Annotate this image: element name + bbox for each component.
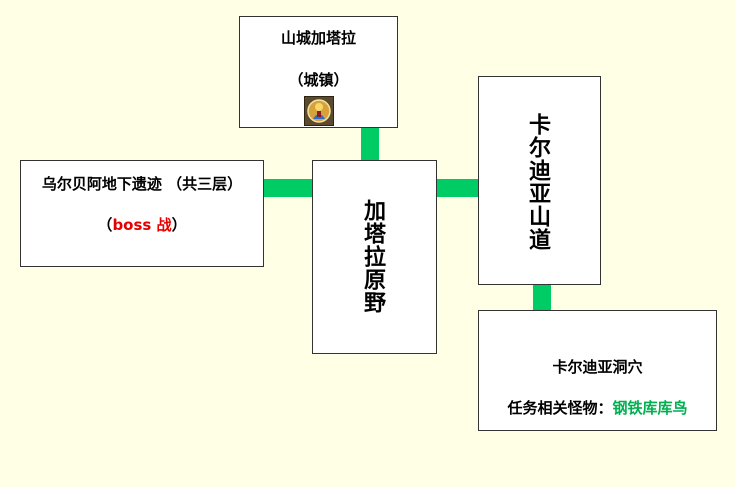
node-title: 卡尔迪亚洞穴 [552,358,643,376]
monster-label: 任务相关怪物： [507,399,613,417]
node-kaerdiya-road[interactable]: 卡尔迪亚山道 [478,76,601,285]
connector-ruins-plain [263,179,313,197]
monster-line: 任务相关怪物：钢铁库库鸟 [479,397,716,418]
node-title: 山城加塔拉 [280,29,356,47]
node-kaerdiya-cave[interactable]: 卡尔迪亚洞穴 任务相关怪物：钢铁库库鸟 [478,310,717,431]
town-emblem-icon [304,96,334,126]
node-jiatala-plain[interactable]: 加塔拉原野 [312,160,437,354]
node-subtitle: （城镇） [288,71,349,89]
boss-text: boss 战 [112,216,172,234]
node-title: 加塔拉原野 [360,199,385,314]
paren-close: ） [171,216,187,234]
paren-open: （ [97,216,113,234]
node-title: 乌尔贝阿地下遗迹 （共三层） [41,175,243,193]
connector-town-plain [361,127,379,160]
monster-name: 钢铁库库鸟 [612,399,688,417]
node-title: 卡尔迪亚山道 [525,113,550,251]
connector-plain-road [436,179,478,197]
boss-label: （boss 战） [21,214,263,235]
node-wuerbei-ruins[interactable]: 乌尔贝阿地下遗迹 （共三层） （boss 战） [20,160,264,267]
node-shanchengjiatala[interactable]: 山城加塔拉 （城镇） [239,16,398,128]
connector-road-cave [533,285,551,311]
